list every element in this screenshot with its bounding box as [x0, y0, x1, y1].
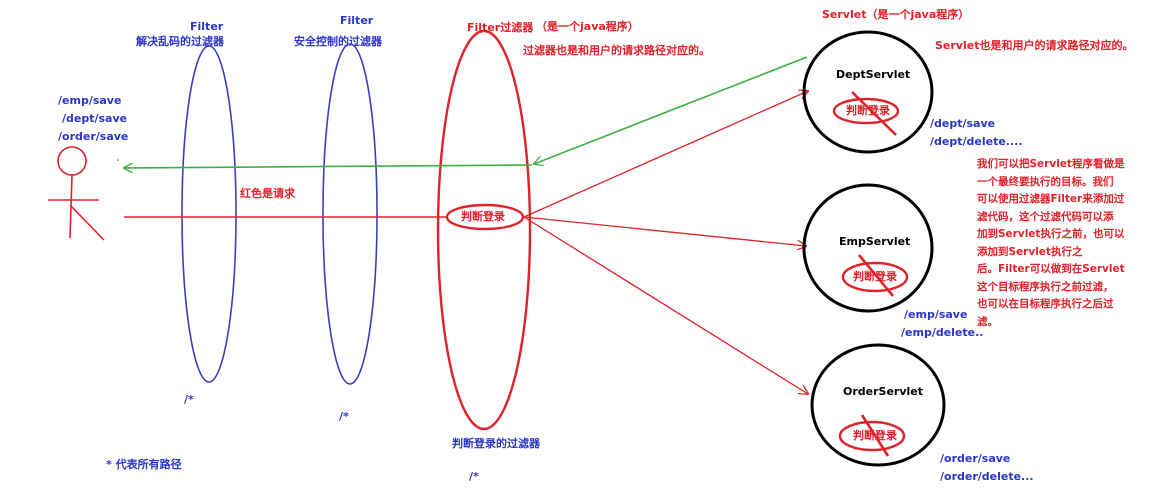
filter-1-ellipse [181, 45, 237, 383]
order-servlet-name: OrderServlet [843, 385, 924, 398]
emp-servlet-name: EmpServlet [839, 235, 911, 248]
filter-3-ellipse [436, 29, 532, 431]
filter-2-ellipse [322, 43, 378, 385]
emp-servlet-path-save: /emp/save [904, 308, 968, 321]
request-arrow-dept [523, 91, 808, 218]
dept-servlet-shape [802, 30, 934, 154]
filter-1-title: Filter [190, 20, 224, 33]
filter-2-path: /* [339, 410, 349, 423]
filter-1-desc: 解决乱码的过滤器 [136, 35, 224, 48]
filter-3-note: （是一个java程序） [536, 20, 639, 33]
order-servlet-path-delete: /order/delete... [940, 470, 1034, 483]
explanation-line: 后。Filter可以做到在Servlet [977, 263, 1125, 275]
explanation-line: 可以使用过滤器Filter来添加过 [977, 193, 1125, 205]
servlets-header-note: Servlet也是和用户的请求路径对应的。 [935, 39, 1134, 52]
response-arrow-dept [534, 56, 808, 164]
servlets-header-title: Servlet（是一个java程序） [822, 8, 970, 21]
explanation-line: 滤。 [977, 315, 998, 328]
request-arrow-order [523, 216, 808, 394]
filter-3-center-label: 判断登录 [461, 210, 505, 223]
dept-servlet-path-save: /dept/save [930, 117, 996, 130]
emp-servlet-path-delete: /emp/delete.. [901, 326, 984, 339]
filter-3-note2: 过滤器也是和用户的请求路径对应的。 [523, 44, 710, 57]
order-servlet-inner: 判断登录 [853, 429, 897, 442]
order-servlet-path-save: /order/save [940, 452, 1011, 465]
user-head [57, 146, 87, 176]
filter-1-path: /* [184, 393, 194, 406]
order-servlet-shape [810, 343, 946, 467]
explanation-line: 一个最终要执行的目标。我们 [977, 175, 1114, 188]
emp-servlet-shape [802, 183, 934, 313]
explanation-line: 我们可以把Servlet程序看做是 [977, 158, 1125, 170]
dept-servlet-path-delete: /dept/delete.... [930, 135, 1023, 148]
filter-3-title: Filter过滤器 [467, 21, 534, 34]
response-arrow-main [124, 165, 533, 168]
filter-3-bottom-label: 判断登录的过滤器 [452, 437, 540, 450]
wildcard-note: * 代表所有路径 [106, 458, 182, 471]
explanation-note: 我们可以把Servlet程序看做是 一个最终要执行的目标。我们 可以使用过滤器F… [977, 156, 1149, 331]
explanation-line: 这个目标程序执行之前过滤， [977, 280, 1114, 293]
user-path-emp: /emp/save [58, 94, 122, 107]
user-figure [48, 146, 105, 241]
request-label: 红色是请求 [240, 187, 295, 200]
dept-servlet-name: DeptServlet [836, 68, 911, 81]
request-arrow-emp [523, 216, 806, 246]
dept-servlet-inner: 判断登录 [846, 104, 890, 117]
filter-3-path: /* [469, 470, 479, 483]
filter-2-title: Filter [340, 14, 374, 27]
user-path-dept: /dept/save [62, 112, 128, 125]
emp-servlet-inner: 判断登录 [853, 270, 897, 283]
explanation-line: 也可以在目标程序执行之后过 [977, 298, 1114, 310]
user-path-order: /order/save [58, 130, 129, 143]
explanation-line: 添加到Servlet执行之 [977, 245, 1083, 258]
user-leg [69, 204, 105, 241]
explanation-line: 加到Servlet执行之前，也可以 [977, 228, 1125, 240]
filter-2-desc: 安全控制的过滤器 [294, 35, 382, 48]
filter-3-login-badge [445, 203, 525, 231]
explanation-line: 滤代码，这个过滤代码可以添 [977, 210, 1114, 223]
